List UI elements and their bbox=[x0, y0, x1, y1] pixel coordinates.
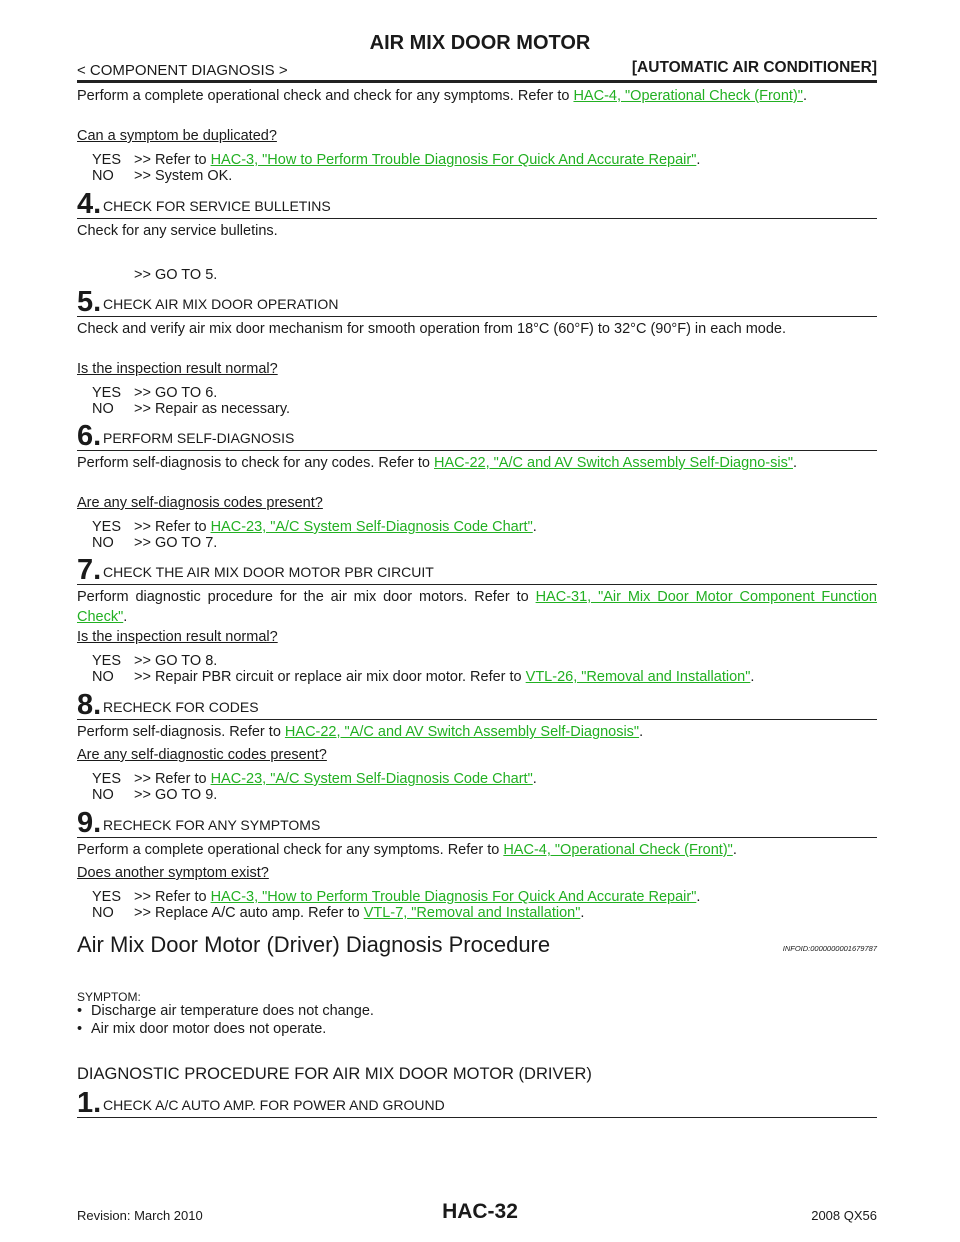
step-6-yes: YES>> Refer to HAC-23, "A/C System Self-… bbox=[92, 519, 537, 535]
step-9-yes: YES>> Refer to HAC-3, "How to Perform Tr… bbox=[92, 889, 701, 905]
step-4-text: Check for any service bulletins. bbox=[77, 223, 278, 239]
step-5-no: NO>> Repair as necessary. bbox=[92, 401, 291, 417]
step-9-number: 9. bbox=[77, 807, 102, 839]
step-8-title: RECHECK FOR CODES bbox=[103, 699, 259, 715]
step-5-yes: YES>> GO TO 6. bbox=[92, 385, 218, 401]
footer-revision: Revision: March 2010 bbox=[77, 1208, 203, 1223]
symptom-bullet-1: •Discharge air temperature does not chan… bbox=[77, 1003, 374, 1019]
step-9-yes-link[interactable]: HAC-3, "How to Perform Trouble Diagnosis… bbox=[210, 889, 697, 905]
step-1-heading: 1. CHECK A/C AUTO AMP. FOR POWER AND GRO… bbox=[77, 1087, 877, 1118]
step-7-title: CHECK THE AIR MIX DOOR MOTOR PBR CIRCUIT bbox=[103, 564, 434, 580]
step-8-no: NO>> GO TO 9. bbox=[92, 787, 218, 803]
step-9-no: NO>> Replace A/C auto amp. Refer to VTL-… bbox=[92, 905, 585, 921]
step-8-number: 8. bbox=[77, 689, 102, 721]
step-8-text: Perform self-diagnosis. Refer to HAC-22,… bbox=[77, 724, 644, 740]
step-8-question: Are any self-diagnostic codes present? bbox=[77, 747, 327, 763]
step-7-no: NO>> Repair PBR circuit or replace air m… bbox=[92, 669, 755, 685]
step-8-yes-link[interactable]: HAC-23, "A/C System Self-Diagnosis Code … bbox=[210, 771, 533, 787]
step-7-number: 7. bbox=[77, 554, 102, 586]
step-6-link[interactable]: HAC-22, "A/C and AV Switch Assembly Self… bbox=[434, 455, 793, 471]
step-6-title: PERFORM SELF-DIAGNOSIS bbox=[103, 430, 295, 446]
step-4-number: 4. bbox=[77, 188, 102, 220]
intro-paragraph: Perform a complete operational check and… bbox=[77, 88, 807, 104]
step-6-no: NO>> GO TO 7. bbox=[92, 535, 218, 551]
step-5-title: CHECK AIR MIX DOOR OPERATION bbox=[103, 296, 339, 312]
step-8-yes: YES>> Refer to HAC-23, "A/C System Self-… bbox=[92, 771, 537, 787]
page-title: AIR MIX DOOR MOTOR bbox=[369, 32, 591, 54]
step-7-yes: YES>> GO TO 8. bbox=[92, 653, 218, 669]
step-5-number: 5. bbox=[77, 286, 102, 318]
step-1-title: CHECK A/C AUTO AMP. FOR POWER AND GROUND bbox=[103, 1097, 445, 1113]
symptom-label: SYMPTOM: bbox=[77, 990, 141, 1004]
step-7-no-link[interactable]: VTL-26, "Removal and Installation" bbox=[525, 669, 751, 685]
step-6-question: Are any self-diagnosis codes present? bbox=[77, 495, 323, 511]
step-9-no-link[interactable]: VTL-7, "Removal and Installation" bbox=[363, 905, 581, 921]
step-4-title: CHECK FOR SERVICE BULLETINS bbox=[103, 198, 331, 214]
step-6-text: Perform self-diagnosis to check for any … bbox=[77, 455, 798, 471]
procedure-title: DIAGNOSTIC PROCEDURE FOR AIR MIX DOOR MO… bbox=[77, 1065, 592, 1083]
step-7-question: Is the inspection result normal? bbox=[77, 629, 278, 645]
step-4-result: >> GO TO 5. bbox=[134, 267, 218, 283]
header-left: < COMPONENT DIAGNOSIS > bbox=[77, 62, 288, 79]
step-4-heading: 4. CHECK FOR SERVICE BULLETINS bbox=[77, 188, 877, 219]
step-5-heading: 5. CHECK AIR MIX DOOR OPERATION bbox=[77, 286, 877, 317]
step-8-link[interactable]: HAC-22, "A/C and AV Switch Assembly Self… bbox=[284, 724, 640, 740]
step-7-heading: 7. CHECK THE AIR MIX DOOR MOTOR PBR CIRC… bbox=[77, 554, 877, 585]
step-9-text: Perform a complete operational check for… bbox=[77, 842, 737, 858]
intro-no: NO>> System OK. bbox=[92, 168, 233, 184]
step-6-number: 6. bbox=[77, 420, 102, 452]
step-9-heading: 9. RECHECK FOR ANY SYMPTOMS bbox=[77, 807, 877, 838]
step-8-heading: 8. RECHECK FOR CODES bbox=[77, 689, 877, 720]
step-7-link[interactable]: HAC-31, "Air Mix Door Motor Component Fu… bbox=[77, 589, 877, 625]
step-6-heading: 6. PERFORM SELF-DIAGNOSIS bbox=[77, 420, 877, 451]
header-right: [AUTOMATIC AIR CONDITIONER] bbox=[631, 59, 877, 76]
step-5-text: Check and verify air mix door mechanism … bbox=[77, 321, 787, 337]
intro-yes-link[interactable]: HAC-3, "How to Perform Trouble Diagnosis… bbox=[210, 152, 697, 168]
step-1-number: 1. bbox=[77, 1087, 102, 1119]
step-7-text: Perform diagnostic procedure for the air… bbox=[77, 589, 877, 625]
step-9-title: RECHECK FOR ANY SYMPTOMS bbox=[103, 817, 321, 833]
step-6-yes-link[interactable]: HAC-23, "A/C System Self-Diagnosis Code … bbox=[210, 519, 533, 535]
step-9-question: Does another symptom exist? bbox=[77, 865, 269, 881]
step-9-link[interactable]: HAC-4, "Operational Check (Front)" bbox=[503, 842, 733, 858]
intro-link[interactable]: HAC-4, "Operational Check (Front)" bbox=[573, 88, 803, 104]
footer-model: 2008 QX56 bbox=[811, 1208, 877, 1223]
info-id: INFOID:0000000001679787 bbox=[782, 944, 877, 953]
footer-page-number: HAC-32 bbox=[442, 1200, 518, 1223]
header-rule bbox=[77, 80, 877, 83]
step-5-question: Is the inspection result normal? bbox=[77, 361, 278, 377]
intro-question: Can a symptom be duplicated? bbox=[77, 128, 277, 144]
intro-yes: YES>> Refer to HAC-3, "How to Perform Tr… bbox=[92, 152, 701, 168]
symptom-bullet-2: •Air mix door motor does not operate. bbox=[77, 1021, 327, 1037]
section-title: Air Mix Door Motor (Driver) Diagnosis Pr… bbox=[77, 932, 551, 957]
